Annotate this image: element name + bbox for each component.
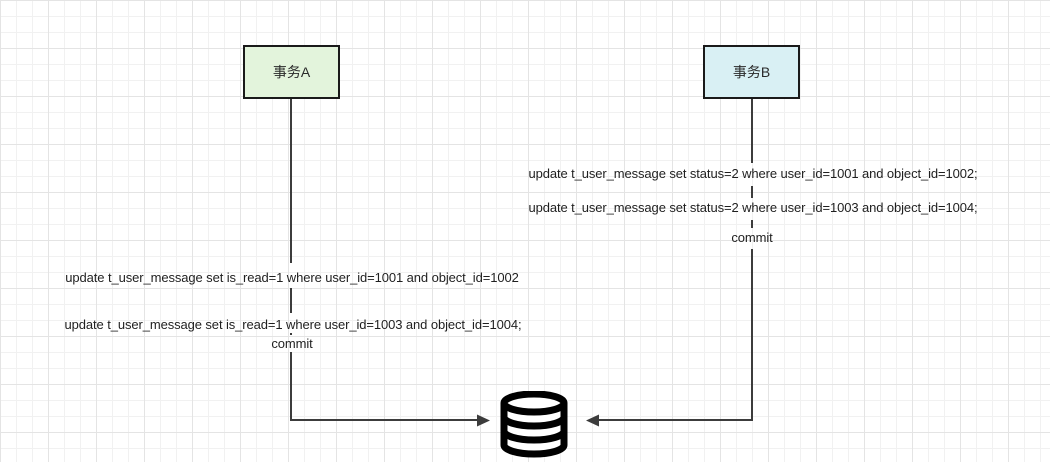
sql-label-b-update-2: update t_user_message set status=2 where… xyxy=(528,200,978,215)
database-icon xyxy=(500,391,568,458)
node-transaction-b: 事务B xyxy=(703,45,800,99)
connector-transaction-b-to-db xyxy=(599,99,753,421)
commit-label-b: commit xyxy=(731,230,773,245)
node-transaction-a: 事务A xyxy=(243,45,340,99)
node-transaction-a-label: 事务A xyxy=(272,64,311,80)
node-transaction-b-label: 事务B xyxy=(732,64,771,80)
arrowhead-b-icon xyxy=(586,414,599,427)
sql-label-a-update-2: update t_user_message set is_read=1 wher… xyxy=(64,317,522,332)
connector-transaction-a-to-db xyxy=(290,99,477,421)
arrowhead-a-icon xyxy=(477,414,490,427)
sql-label-b-update-1: update t_user_message set status=2 where… xyxy=(528,166,978,181)
commit-label-a: commit xyxy=(271,336,313,351)
sql-label-a-update-1: update t_user_message set is_read=1 wher… xyxy=(65,270,519,285)
